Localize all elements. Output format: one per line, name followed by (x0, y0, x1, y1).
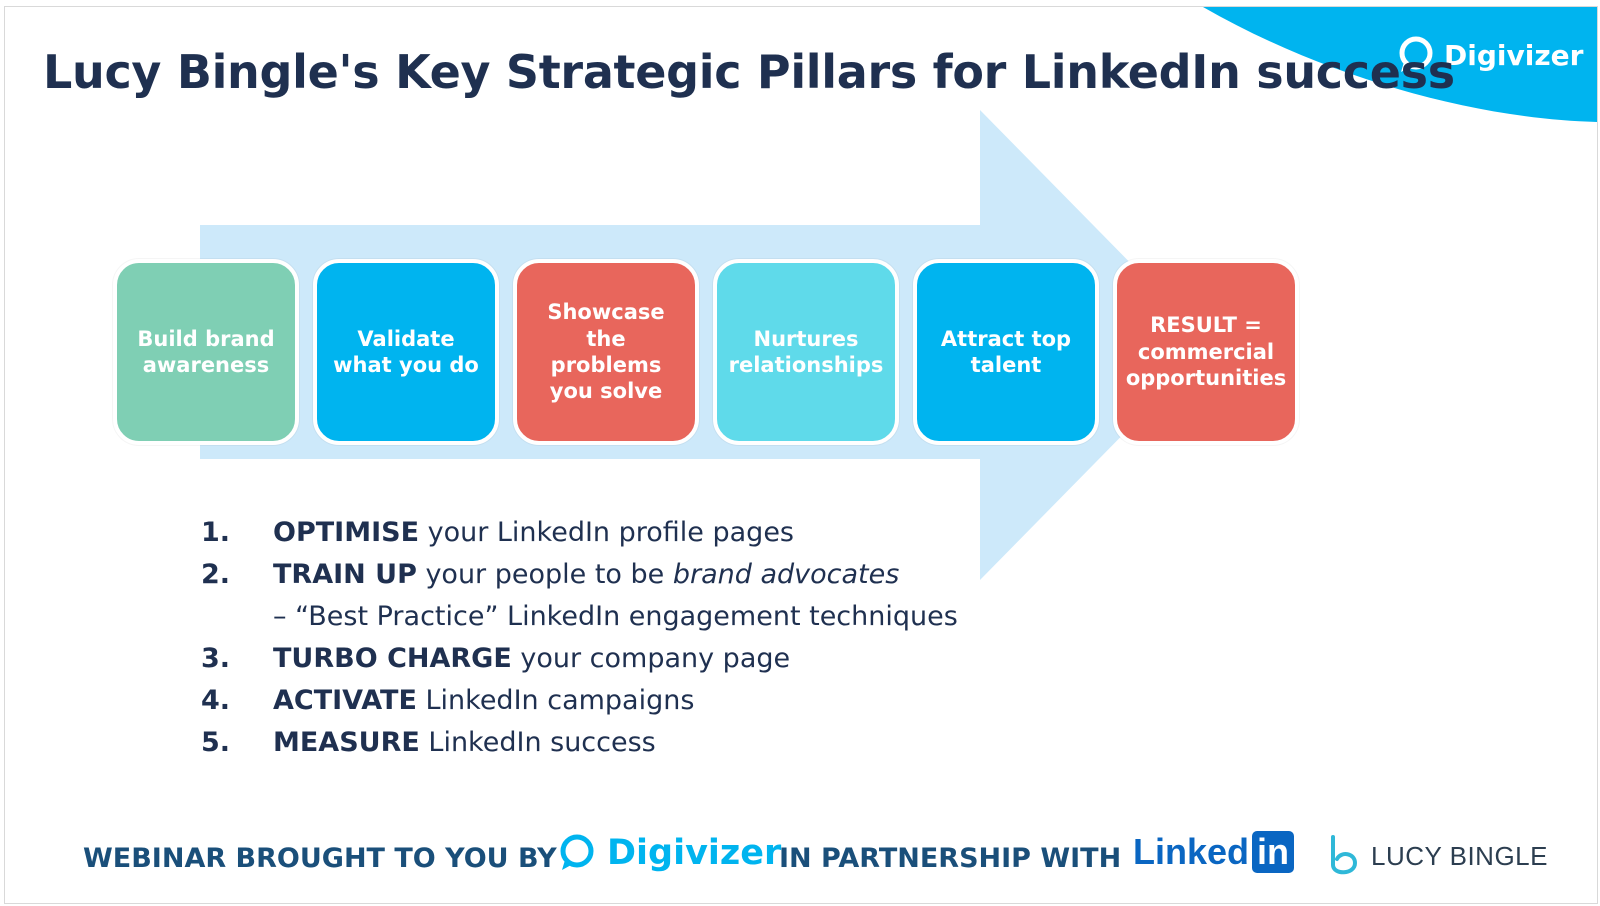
step-number: 5. (201, 727, 231, 758)
step-text: LinkedIn success (419, 727, 656, 758)
pillar-label: RESULT = commercial opportunities (1125, 313, 1287, 391)
step-text: your LinkedIn profile pages (419, 517, 794, 548)
step-text: your people to be (416, 559, 673, 590)
speech-bubble-icon (1399, 36, 1433, 72)
pillar-label: Build brand awareness (137, 326, 275, 377)
step-number: 4. (201, 685, 231, 716)
footer-digivizer-logo: Digivizer (557, 833, 781, 873)
strategy-steps: 1. OPTIMISE your LinkedIn profile pages 2… (201, 512, 958, 764)
pillar-label: Validate what you do (333, 326, 479, 377)
lucy-bingle-b-icon (1331, 835, 1358, 875)
page-title: Lucy Bingle's Key Strategic Pillars for … (43, 45, 1455, 99)
footer: WEBINAR BROUGHT TO YOU BY Digivizer IN P… (5, 829, 1597, 889)
corner-wave-decoration (1203, 7, 1597, 122)
step-keyword: ACTIVATE (273, 685, 417, 716)
step-item: 5. MEASURE LinkedIn success (201, 722, 958, 764)
lucy-bingle-name: LUCY BINGLE (1371, 840, 1548, 871)
process-arrow (200, 110, 1211, 580)
step-number: 1. (201, 517, 231, 548)
pillar-label: Nurtures relationships (728, 326, 884, 377)
pillar-result: RESULT = commercial opportunities (1113, 259, 1299, 445)
pillars-row: Build brand awareness Validate what you … (113, 259, 1337, 449)
lucy-bingle-logo: LUCY BINGLE (1327, 835, 1548, 877)
step-emphasis: brand advocates (672, 559, 900, 590)
footer-digivizer-name: Digivizer (607, 833, 782, 873)
step-keyword: TRAIN UP (273, 559, 417, 590)
step-subtext: – “Best Practice” LinkedIn engagement te… (273, 601, 958, 632)
slide: Digivizer Lucy Bingle's Key Strategic Pi… (4, 6, 1598, 904)
step-keyword: TURBO CHARGE (273, 643, 512, 674)
pillar-nurture-relationships: Nurtures relationships (713, 259, 899, 445)
step-text: your company page (511, 643, 791, 674)
linkedin-word: Linked (1133, 831, 1250, 872)
pillar-label: Attract top talent (940, 326, 1072, 377)
footer-partnership: IN PARTNERSHIP WITH (779, 843, 1122, 874)
brand-name: Digivizer (1444, 38, 1584, 72)
pillar-showcase-problems: Showcase the problems you solve (513, 259, 699, 445)
footer-brought-by: WEBINAR BROUGHT TO YOU BY (83, 843, 557, 874)
pillar-brand-awareness: Build brand awareness (113, 259, 299, 445)
step-number: 2. (201, 559, 231, 590)
step-item: 3. TURBO CHARGE your company page (201, 638, 958, 680)
step-item: 1. OPTIMISE your LinkedIn profile pages (201, 512, 958, 554)
step-item: 2. TRAIN UP your people to be brand advoc… (201, 554, 958, 638)
speech-bubble-icon (560, 834, 594, 870)
step-text: LinkedIn campaigns (416, 685, 695, 716)
linkedin-in-box: in (1252, 831, 1295, 873)
step-number: 3. (201, 643, 231, 674)
pillar-validate: Validate what you do (313, 259, 499, 445)
step-keyword: OPTIMISE (273, 517, 420, 548)
brand-logo-top: Digivizer (1396, 31, 1583, 79)
pillar-label: Showcase the problems you solve (547, 300, 665, 404)
pillar-attract-talent: Attract top talent (913, 259, 1099, 445)
step-item: 4. ACTIVATE LinkedIn campaigns (201, 680, 958, 722)
step-keyword: MEASURE (273, 727, 420, 758)
